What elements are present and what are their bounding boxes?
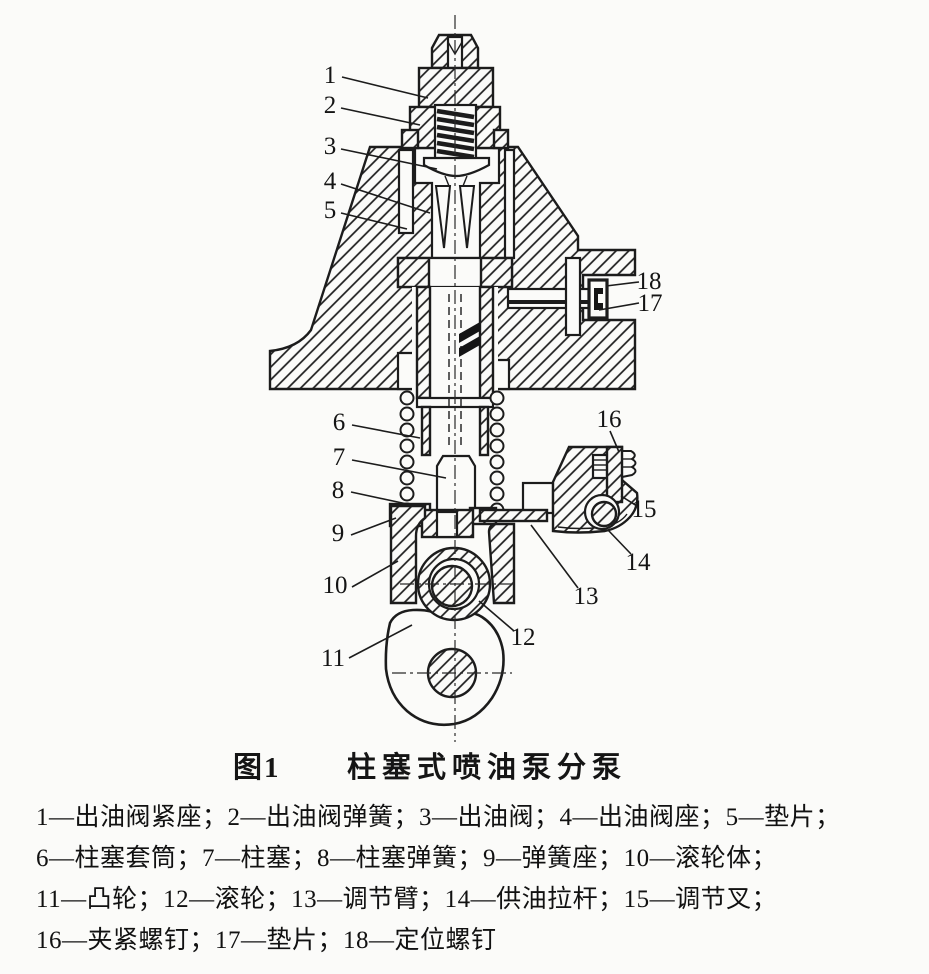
- legend-entry: 18—定位螺钉: [343, 927, 497, 954]
- legend-line-3: 11—凸轮；12—滚轮；13—调节臂；14—供油拉杆；15—调节叉；: [36, 879, 916, 920]
- legend-entry: 16—夹紧螺钉；: [36, 927, 216, 954]
- part-label-4: 4: [324, 168, 337, 195]
- part-label-17: 17: [638, 290, 663, 317]
- legend-entry: 1—出油阀紧座；: [36, 804, 228, 831]
- legend-entry: 4—出油阀座；: [559, 804, 726, 831]
- figure-number: 图1: [233, 752, 281, 784]
- cam: [384, 608, 512, 726]
- plunger-helix-mark: [459, 322, 480, 357]
- legend-entry: 13—调节臂；: [291, 886, 445, 913]
- part-label-3: 3: [324, 133, 337, 160]
- part-number-labels: 1 2 3 4 5 6 7 8 9 10 11 12 13 14 15 16 1…: [321, 62, 663, 672]
- clamping-screw: [591, 450, 637, 480]
- delivery-valve-seat: [434, 185, 476, 249]
- positioning-screw-and-washer: [506, 256, 609, 337]
- part-label-10: 10: [323, 572, 348, 599]
- legend-entry: 10—滚轮体；: [623, 845, 778, 872]
- part-label-14: 14: [626, 549, 652, 576]
- leader-lines: [340, 76, 640, 659]
- delivery-valve: [422, 156, 491, 187]
- part-label-12: 12: [511, 624, 536, 651]
- roller-body: [389, 504, 516, 605]
- part-label-1: 1: [324, 62, 337, 89]
- legend-line-4: 16—夹紧螺钉；17—垫片；18—定位螺钉: [36, 920, 916, 961]
- part-label-6: 6: [333, 409, 346, 436]
- part-label-8: 8: [332, 477, 345, 504]
- parts-legend: 1—出油阀紧座；2—出油阀弹簧；3—出油阀；4—出油阀座；5—垫片； 6—柱塞套…: [36, 797, 916, 961]
- legend-line-2: 6—柱塞套筒；7—柱塞；8—柱塞弹簧；9—弹簧座；10—滚轮体；: [36, 838, 916, 879]
- roller: [400, 546, 518, 622]
- adjusting-arm: [478, 508, 549, 523]
- legend-entry: 7—柱塞；: [202, 845, 318, 872]
- part-label-7: 7: [333, 444, 346, 471]
- legend-entry: 9—弹簧座；: [483, 845, 624, 872]
- part-label-2: 2: [324, 92, 337, 119]
- legend-entry: 3—出油阀；: [419, 804, 560, 831]
- legend-entry: 2—出油阀弹簧；: [227, 804, 420, 831]
- legend-line-1: 1—出油阀紧座；2—出油阀弹簧；3—出油阀；4—出油阀座；5—垫片；: [36, 797, 916, 838]
- adjusting-fork: [583, 445, 624, 531]
- part-label-13: 13: [574, 583, 599, 610]
- legend-entry: 5—垫片；: [725, 804, 841, 831]
- legend-entry: 17—垫片；: [215, 927, 344, 954]
- legend-entry: 8—柱塞弹簧；: [317, 845, 484, 872]
- delivery-valve-holder: [400, 33, 510, 150]
- part-label-11: 11: [321, 645, 345, 672]
- figure-caption: 图1 柱塞式喷油泵分泵: [0, 744, 929, 786]
- plunger: [435, 454, 477, 515]
- figure-title: 柱塞式喷油泵分泵: [347, 752, 628, 784]
- part-label-15: 15: [632, 496, 657, 523]
- part-label-9: 9: [332, 520, 345, 547]
- adjusting-arm-link: [521, 481, 555, 515]
- pump-cross-section-diagram: .p { fill:url(#hp); stroke:#1c1c1c; stro…: [268, 15, 663, 742]
- part-label-16: 16: [597, 406, 622, 433]
- centerlines: [448, 15, 462, 742]
- legend-entry: 11—凸轮；: [36, 886, 164, 913]
- legend-entry: 14—供油拉杆；: [444, 886, 624, 913]
- plunger-barrel-flange: [396, 256, 514, 289]
- part-label-5: 5: [324, 197, 337, 224]
- part-label-18: 18: [637, 268, 662, 295]
- legend-entry: 12—滚轮；: [163, 886, 292, 913]
- legend-entry: 15—调节叉；: [623, 886, 778, 913]
- legend-entry: 6—柱塞套筒；: [36, 845, 203, 872]
